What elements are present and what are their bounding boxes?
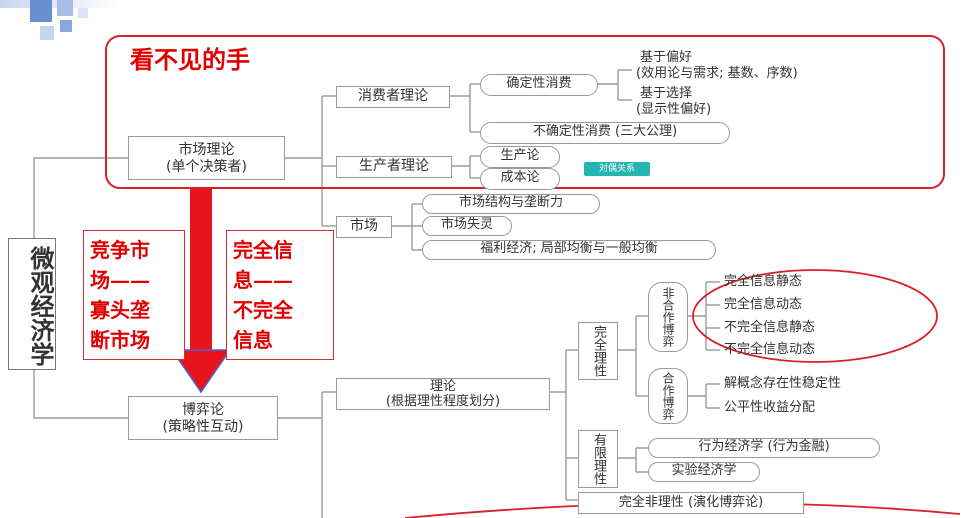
welfare-node: 福利经济; 局部均衡与一般均衡 (422, 240, 716, 260)
complete-rationality-node: 完全理性 (578, 322, 618, 380)
duality-tag: 对偶关系 (584, 162, 650, 176)
irrational-node: 完全非理性 (演化博弈论) (578, 492, 804, 514)
non-cooperative-node: 非合作博弈 (648, 282, 688, 352)
uncertain-consumption-node: 不确定性消费 (三大公理) (480, 122, 730, 144)
bounded-item: 行为经济学 (行为金融) (648, 438, 880, 458)
market-theory-node: 市场理论 (单个决策者) (128, 136, 285, 180)
nc-item: 不完全信息静态 (724, 320, 816, 335)
root-node: 微观经济学 (8, 238, 56, 370)
production-theory-node: 生产论 (480, 146, 560, 168)
game-theory-node: 博弈论 (策略性互动) (128, 396, 278, 440)
coop-item: 公平性收益分配 (724, 400, 816, 415)
coop-item: 解概念存在性稳定性 (724, 376, 842, 391)
consumer-theory-node: 消费者理论 (336, 86, 450, 108)
cost-theory-node: 成本论 (480, 168, 560, 190)
nc-item: 不完全信息动态 (724, 342, 816, 357)
cooperative-node: 合作博弈 (648, 368, 688, 424)
bounded-item: 实验经济学 (648, 462, 760, 482)
bounded-rationality-node: 有限理性 (578, 430, 618, 488)
market-node: 市场 (336, 216, 392, 238)
competition-label: 竞争市 场—— 寡头垄 断市场 (83, 230, 185, 360)
nc-item: 完全信息静态 (724, 274, 803, 289)
preference-based-node: 基于偏好 (效用论与需求; 基数、序数) (636, 50, 798, 81)
producer-theory-node: 生产者理论 (336, 156, 452, 178)
market-failure-node: 市场失灵 (422, 216, 512, 236)
nc-item: 完全信息动态 (724, 297, 803, 312)
market-structure-node: 市场结构与垄断力 (422, 194, 600, 214)
choice-based-node: 基于选择 (显示性偏好) (636, 86, 712, 117)
theory-node: 理论 (根据理性程度划分) (336, 378, 550, 410)
certain-consumption-node: 确定性消费 (480, 74, 598, 96)
invisible-hand-title: 看不见的手 (130, 45, 250, 74)
corner-decoration (0, 0, 130, 45)
information-label: 完全信 息—— 不完全 信息 (226, 230, 334, 360)
